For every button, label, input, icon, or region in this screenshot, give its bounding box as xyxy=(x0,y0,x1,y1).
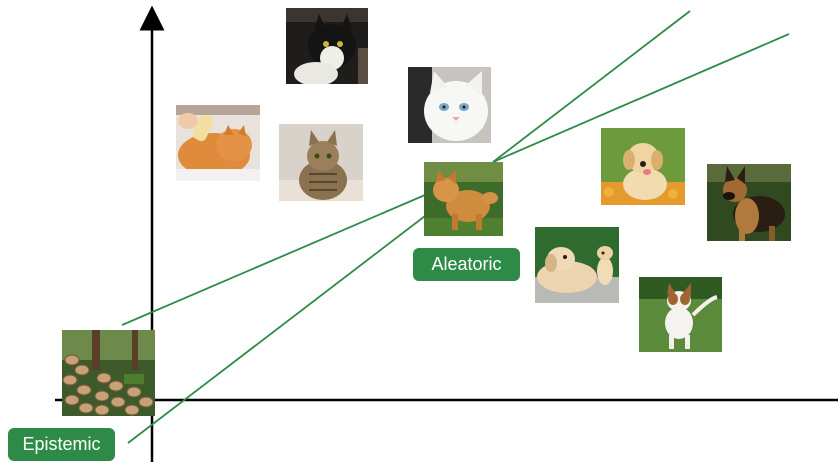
aleatoric-line-a xyxy=(492,10,691,163)
tabby-cat-photo xyxy=(279,124,363,201)
orange-cat-brushed-photo xyxy=(176,105,260,181)
firewood-photo xyxy=(62,330,155,416)
tuxedo-cat-photo xyxy=(286,8,368,84)
jack-russell-photo xyxy=(639,277,722,352)
epistemic-line xyxy=(127,215,426,444)
fluffy-dog-photo xyxy=(424,162,503,236)
golden-puppy-photo xyxy=(601,128,685,205)
german-shepherd-photo xyxy=(707,164,791,241)
white-cat-photo xyxy=(408,67,491,143)
upper-boundary-line xyxy=(121,194,426,326)
aleatoric-label: Aleatoric xyxy=(413,248,520,281)
two-dogs-photo xyxy=(535,227,619,303)
aleatoric-line-b xyxy=(492,33,790,163)
epistemic-label: Epistemic xyxy=(8,428,115,461)
